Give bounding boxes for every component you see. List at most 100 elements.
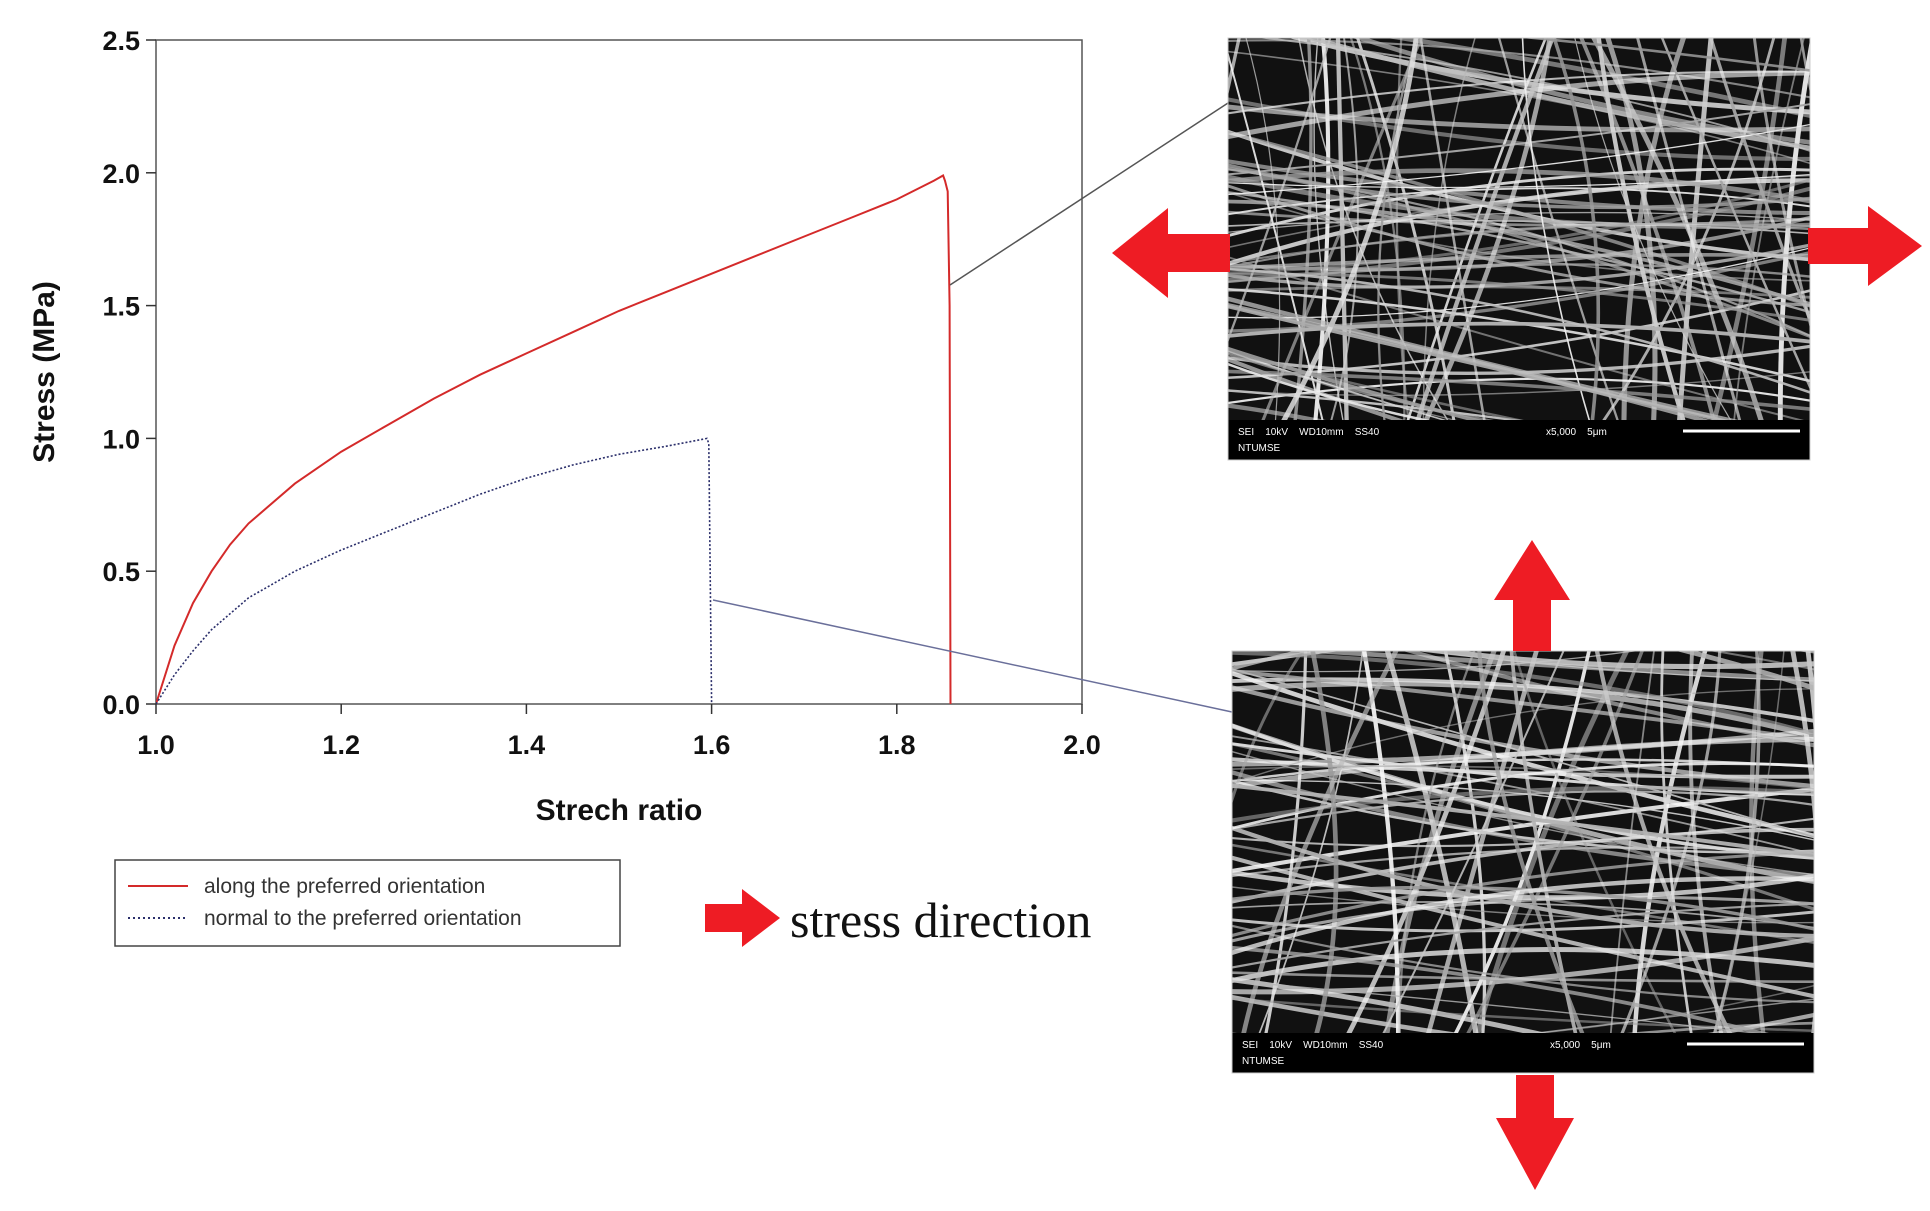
sem-fiber bbox=[1228, 389, 1523, 420]
sem-fiber bbox=[1198, 2, 1840, 35]
sem-fiber bbox=[1228, 371, 1810, 397]
sem-fiber bbox=[1579, 38, 1716, 420]
sem-fiber bbox=[1415, 38, 1555, 420]
sem-fiber bbox=[1228, 321, 1810, 344]
sem-fiber bbox=[1228, 38, 1241, 97]
sem-fiber bbox=[1232, 994, 1459, 1033]
sem-fiber bbox=[1232, 850, 1814, 938]
x-tick-label-5: 2.0 bbox=[1063, 730, 1101, 760]
sem-fiber bbox=[1228, 178, 1810, 275]
sem-fiber bbox=[1228, 253, 1810, 271]
sem-fiber bbox=[1534, 998, 1814, 1033]
sem-fiber bbox=[1228, 296, 1739, 420]
sem-fiber bbox=[1419, 38, 1486, 420]
sem-fiber bbox=[1806, 621, 1930, 1063]
sem-fiber bbox=[1198, 0, 1840, 10]
sem-fiber bbox=[1384, 651, 1479, 1033]
sem-fiber bbox=[1228, 369, 1810, 411]
sem-fiber bbox=[1228, 403, 1327, 420]
chart-legend: along the preferred orientation normal t… bbox=[114, 859, 621, 947]
sem-fiber bbox=[1422, 38, 1476, 420]
sem-fiber bbox=[1232, 971, 1814, 984]
sem-fiber bbox=[1228, 104, 1810, 133]
sem-fiber bbox=[1232, 651, 1305, 805]
sem-fiber bbox=[1349, 38, 1406, 420]
sem-fiber bbox=[1426, 651, 1539, 1033]
y-tick-label-3: 1.5 bbox=[102, 292, 140, 322]
y-tick-label-4: 2.0 bbox=[102, 159, 140, 189]
sem-fiber bbox=[1228, 168, 1810, 204]
sem-fiber bbox=[1257, 38, 1810, 152]
legend-box bbox=[114, 859, 621, 947]
sem-fiber bbox=[1228, 211, 1810, 233]
sem-fiber bbox=[1186, 8, 1230, 450]
sem-fiber bbox=[1198, 0, 1840, 2]
sem-fiber bbox=[1232, 997, 1814, 1032]
series-line-0 bbox=[156, 174, 952, 704]
y-axis-title: Stress (MPa) bbox=[28, 281, 61, 463]
sem-fiber bbox=[1709, 651, 1814, 671]
sem-fiber bbox=[1228, 103, 1810, 176]
sem-fiber bbox=[1228, 174, 1810, 189]
sem-fiber bbox=[1232, 785, 1814, 823]
series-line-1 bbox=[156, 437, 713, 704]
sem-fiber bbox=[1185, 621, 1228, 1063]
x-tick-label-3: 1.6 bbox=[693, 730, 731, 760]
sem-fiber bbox=[1453, 651, 1591, 1033]
sem-info-bar-top bbox=[1228, 420, 1810, 460]
sem-fiber bbox=[1790, 651, 1814, 1033]
sem-fibers-bottom bbox=[1185, 621, 1930, 1063]
sem-fiber bbox=[1258, 651, 1364, 1033]
x-tick-label-2: 1.4 bbox=[508, 730, 546, 760]
sem-fiber bbox=[1398, 651, 1476, 1033]
sem-fiber bbox=[1232, 750, 1814, 876]
sem-fiber bbox=[1676, 651, 1814, 691]
stress-direction-key: stress direction bbox=[705, 889, 1091, 948]
sem-fiber bbox=[1232, 817, 1814, 848]
sem-fiber bbox=[1466, 651, 1644, 1033]
sem-institution-top: NTUMSE bbox=[1238, 443, 1281, 454]
legend-label-along: along the preferred orientation bbox=[204, 875, 485, 898]
x-tick-label-1: 1.2 bbox=[322, 730, 360, 760]
sem-fiber bbox=[1057, 8, 1209, 450]
sem-fiber bbox=[1228, 50, 1810, 165]
series-layer bbox=[156, 174, 952, 704]
sem-fiber bbox=[1232, 651, 1814, 736]
x-axis-title: Strech ratio bbox=[536, 794, 703, 827]
sem-fiber bbox=[1310, 651, 1339, 1033]
sem-fibers-top bbox=[1057, 0, 1840, 450]
sem-fiber bbox=[1198, 0, 1840, 1]
sem-fiber bbox=[1228, 210, 1810, 227]
connector-line-top bbox=[949, 102, 1229, 286]
y-tick-label-5: 2.5 bbox=[102, 26, 140, 56]
sem-fiber bbox=[1232, 685, 1814, 789]
sem-fiber bbox=[1228, 304, 1729, 420]
y-tick-label-2: 1.0 bbox=[102, 424, 140, 454]
arrow-left-icon bbox=[1112, 208, 1230, 298]
sem-fiber bbox=[1605, 38, 1658, 420]
sem-fiber bbox=[1228, 174, 1810, 229]
sem-fiber bbox=[1384, 651, 1497, 1033]
sem-fiber bbox=[1232, 651, 1311, 671]
sem-fiber bbox=[1752, 38, 1810, 329]
legend-label-normal: normal to the preferred orientation bbox=[204, 907, 522, 930]
sem-fiber bbox=[1574, 38, 1732, 420]
sem-fiber bbox=[1355, 38, 1456, 420]
arrow-up-icon bbox=[1494, 540, 1570, 651]
sem-info-left-top: SEI 10kV WD10mm SS40 bbox=[1238, 427, 1380, 438]
sem-fiber bbox=[1609, 651, 1655, 1033]
sem-fiber bbox=[1232, 945, 1769, 1033]
connector-line-bottom bbox=[712, 599, 1233, 713]
sem-fiber bbox=[1636, 38, 1742, 420]
y-tick-label-1: 0.5 bbox=[102, 557, 140, 587]
sem-institution-bottom: NTUMSE bbox=[1242, 1056, 1285, 1067]
sem-fiber bbox=[1293, 38, 1313, 420]
sem-fiber bbox=[1232, 876, 1814, 956]
x-tick-label-4: 1.8 bbox=[878, 730, 916, 760]
sem-fiber bbox=[1228, 184, 1810, 307]
sem-fiber bbox=[1232, 779, 1814, 854]
sem-fiber bbox=[1594, 651, 1733, 1033]
sem-fiber bbox=[1812, 621, 1930, 1063]
